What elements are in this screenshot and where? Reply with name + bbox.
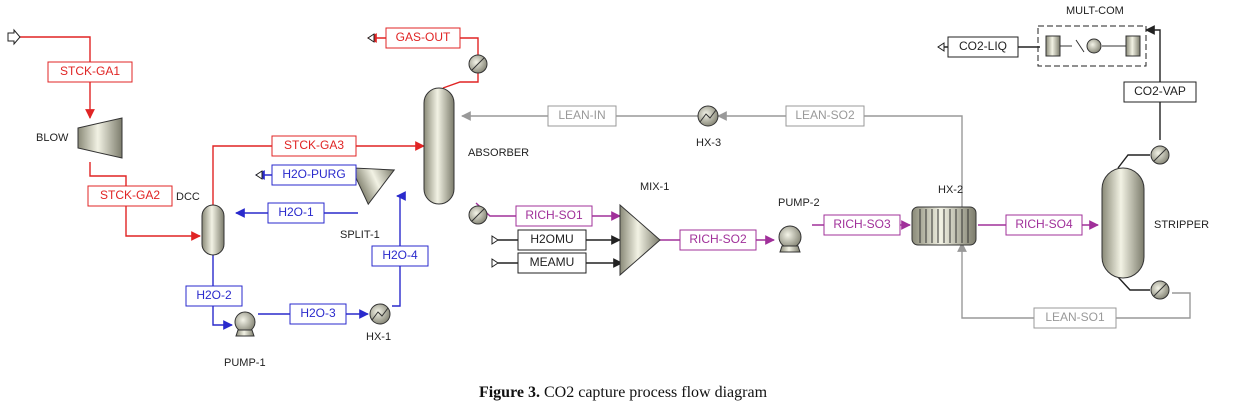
stream-line-h2o-2: [212, 255, 233, 330]
stream-label-h2o-2: H2O-2: [185, 285, 243, 307]
stream-label-co2-vap: CO2-VAP: [1123, 81, 1197, 103]
stream-line-stck-ga1: [20, 36, 95, 119]
stream-label-h2o-1: H2O-1: [267, 202, 325, 224]
svg-text:H2O-4: H2O-4: [382, 248, 418, 262]
unit-label-pump1: PUMP-1: [224, 357, 266, 369]
stream-label-stck-ga2: STCK-GA2: [87, 185, 173, 207]
unit-label-absorber: ABSORBER: [468, 147, 529, 159]
blower-icon: [77, 117, 123, 159]
absorber-column-icon: [423, 87, 455, 205]
svg-text:RICH-SO1: RICH-SO1: [525, 208, 583, 222]
splitter-icon: [350, 167, 396, 206]
svg-text:H2OMU: H2OMU: [530, 232, 573, 246]
stream-label-lean-so1: LEAN-SO1: [1033, 307, 1117, 329]
hx-2-icon: [911, 206, 977, 246]
hx-3-icon: [697, 105, 719, 127]
svg-text:MEAMU: MEAMU: [530, 255, 575, 269]
stream-label-meamu: MEAMU: [517, 252, 587, 274]
svg-text:RICH-SO4: RICH-SO4: [1015, 217, 1073, 231]
hx-1-icon: [369, 303, 391, 325]
absorber-condenser-icon: [468, 54, 488, 74]
stripper-reboiler-icon: [1150, 280, 1170, 300]
stripper-column-icon: [1101, 167, 1145, 279]
stripper-reboiler-line: [1117, 276, 1150, 291]
unit-label-hx2: HX-2: [938, 184, 963, 196]
mixer-icon: [619, 203, 661, 277]
stream-label-rich-so2: RICH-SO2: [679, 229, 757, 251]
svg-text:LEAN-IN: LEAN-IN: [558, 108, 605, 122]
outlet-arrow-icon: [367, 33, 375, 43]
absorber-bottom-hx-icon: [468, 205, 488, 225]
stream-line-co2-vap: [1145, 25, 1161, 140]
stripper-condenser-icon: [1150, 145, 1170, 165]
stream-label-lean-so2: LEAN-SO2: [785, 105, 865, 127]
svg-text:LEAN-SO1: LEAN-SO1: [1045, 310, 1105, 324]
stream-label-h2o-purg: H2O-PURG: [271, 164, 357, 186]
stream-line-stck-ga2: [89, 162, 201, 241]
stream-line-lean-so1: [957, 242, 1191, 319]
unit-label-hx1: HX-1: [366, 331, 391, 343]
dcc-vessel-icon: [201, 204, 225, 256]
unit-label-multcom: MULT-COM: [1066, 5, 1124, 17]
stream-label-stck-ga3: STCK-GA3: [271, 135, 357, 157]
mult-com-block: [1037, 25, 1147, 67]
svg-text:STCK-GA3: STCK-GA3: [284, 138, 344, 152]
stream-label-h2o-4: H2O-4: [371, 245, 429, 267]
unit-label-pump2: PUMP-2: [778, 197, 820, 209]
unit-label-dcc: DCC: [176, 191, 200, 203]
svg-text:H2O-3: H2O-3: [300, 306, 336, 320]
pump-1-icon: [234, 311, 256, 337]
stream-label-rich-so3: RICH-SO3: [823, 214, 901, 236]
unit-label-blow: BLOW: [36, 132, 69, 144]
svg-text:H2O-PURG: H2O-PURG: [282, 167, 345, 181]
svg-text:RICH-SO2: RICH-SO2: [689, 232, 747, 246]
stream-label-h2o-3: H2O-3: [289, 303, 347, 325]
svg-text:CO2-LIQ: CO2-LIQ: [959, 39, 1007, 53]
stream-label-lean-in: LEAN-IN: [547, 105, 617, 127]
svg-text:STCK-GA2: STCK-GA2: [100, 188, 160, 202]
stream-label-gas-out: GAS-OUT: [385, 27, 461, 49]
caption-prefix: Figure 3.: [478, 384, 540, 401]
outlet-arrow-icon: [255, 170, 263, 180]
inlet-arrow-icon: [491, 235, 499, 245]
figure-caption: Figure 3. CO2 capture process flow diagr…: [0, 384, 1246, 402]
svg-text:RICH-SO3: RICH-SO3: [833, 217, 891, 231]
unit-label-hx3: HX-3: [696, 137, 721, 149]
unit-label-split: SPLIT-1: [340, 229, 380, 241]
stream-line-lean-so2: [717, 111, 963, 207]
svg-text:CO2-VAP: CO2-VAP: [1134, 84, 1186, 98]
stream-label-rich-so4: RICH-SO4: [1005, 214, 1083, 236]
unit-label-stripper: STRIPPER: [1154, 219, 1209, 231]
stream-label-stck-ga1: STCK-GA1: [47, 61, 133, 83]
svg-text:STCK-GA1: STCK-GA1: [60, 64, 120, 78]
outlet-arrow-icon: [937, 42, 945, 52]
inlet-arrow-icon: [7, 28, 21, 46]
stream-label-co2-liq: CO2-LIQ: [947, 36, 1019, 58]
svg-text:H2O-2: H2O-2: [196, 288, 232, 302]
stream-label-h2omu: H2OMU: [517, 229, 587, 251]
stream-label-rich-so1: RICH-SO1: [515, 205, 593, 227]
inlet-arrow-icon: [491, 258, 499, 268]
process-flow-diagram: STCK-GA1 STCK-GA2 STCK-GA3 GAS-OUT H2O-P…: [7, 5, 1209, 369]
stripper-overhead-line: [1117, 154, 1150, 169]
pump-2-icon: [778, 225, 802, 253]
svg-text:H2O-1: H2O-1: [278, 205, 314, 219]
unit-label-mix: MIX-1: [640, 181, 669, 193]
caption-text: CO2 capture process flow diagram: [539, 384, 768, 401]
svg-text:LEAN-SO2: LEAN-SO2: [795, 108, 855, 122]
svg-text:GAS-OUT: GAS-OUT: [396, 30, 451, 44]
